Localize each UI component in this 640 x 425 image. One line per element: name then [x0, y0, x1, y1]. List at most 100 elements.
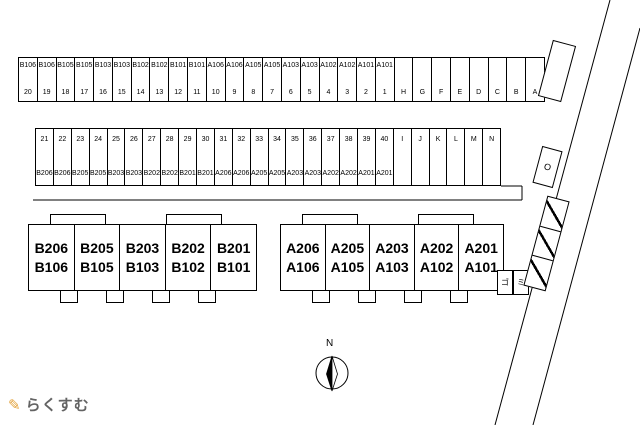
stall-bottom-label: 12: [174, 89, 183, 96]
entrance-box: [450, 290, 468, 303]
unit-upper-label: A206: [286, 240, 320, 256]
entrance-box: [152, 290, 170, 303]
letter-space: K: [430, 129, 448, 185]
unit-upper-label: B206: [34, 240, 69, 256]
stall-bottom-label: A: [532, 89, 538, 96]
entrance-box: [358, 290, 376, 303]
stall-bottom-label: F: [438, 89, 444, 96]
letter-space: M: [465, 129, 484, 185]
compass-needle-light: [331, 355, 338, 392]
unit-upper-label: B205: [80, 240, 114, 256]
utility-box: ゴ: [497, 270, 513, 295]
stall-top-label: B105: [57, 62, 74, 69]
stall-top-label: B101: [188, 62, 206, 69]
parking-stall: B101 11: [188, 58, 207, 101]
stall-top-label: 27: [147, 136, 156, 143]
stall-top-label: 22: [58, 136, 67, 143]
parking-stall: B102 13: [150, 58, 170, 101]
stall-top-label: A105: [263, 62, 281, 69]
stall-bottom-label: 19: [42, 89, 51, 96]
stall-top-label: N: [489, 136, 495, 143]
stall-top-label: K: [435, 136, 441, 143]
letter-space: I: [394, 129, 412, 185]
stall-bottom-label: 13: [155, 89, 164, 96]
stall-top-label: B105: [76, 62, 93, 69]
stall-bottom-label: A206: [233, 170, 250, 177]
compass-north-label: N: [326, 338, 334, 349]
stall-top-label: 32: [237, 136, 246, 143]
stall-bottom-label: 8: [251, 89, 256, 96]
stall-bottom-label: 14: [136, 89, 145, 96]
stall-bottom-label: B201: [179, 170, 196, 177]
stall-bottom-label: 16: [99, 89, 107, 96]
stall-top-label: 36: [308, 136, 317, 143]
stall-bottom-label: 17: [80, 89, 89, 96]
stall-top-label: B102: [132, 62, 149, 69]
stall-bottom-label: B205: [89, 170, 107, 177]
stall-bottom-label: B202: [161, 170, 178, 177]
stall-bottom-label: B203: [125, 170, 143, 177]
compass-circle: [315, 356, 349, 390]
stall-top-label: 30: [201, 136, 210, 143]
unit-upper-label: B203: [125, 240, 160, 256]
letter-space: G: [413, 58, 433, 101]
stall-top-label: B102: [151, 62, 168, 69]
stall-bottom-label: A203: [286, 170, 304, 177]
stall-bottom-label: 3: [345, 89, 350, 96]
stall-bottom-label: 11: [193, 89, 201, 96]
stall-top-label: B103: [94, 62, 112, 69]
stall-top-label: A102: [338, 62, 356, 69]
stall-bottom-label: 15: [117, 89, 126, 96]
stall-bottom-label: A203: [304, 170, 321, 177]
stall-top-label: A102: [320, 62, 337, 69]
utility-box-label: ミ: [517, 277, 525, 287]
stall-top-label: 40: [380, 136, 389, 143]
parking-stall: B102 14: [132, 58, 151, 101]
unit-lower-label: B102: [171, 259, 205, 275]
stall-top-label: A101: [376, 62, 393, 69]
stall-bottom-label: C: [494, 89, 500, 96]
pencil-icon: ✎: [8, 397, 21, 414]
stall-top-label: 29: [183, 136, 192, 143]
unit-upper-label: A202: [419, 240, 454, 256]
stall-top-label: 26: [130, 136, 138, 143]
unit-lower-label: A106: [286, 259, 320, 275]
stall-top-label: M: [470, 136, 477, 143]
unit-lower-label: B106: [34, 259, 69, 275]
letter-space: D: [470, 58, 489, 101]
entrance-box: [404, 290, 422, 303]
unit-lower-label: A101: [464, 259, 498, 275]
stall-top-label: 33: [255, 136, 264, 143]
